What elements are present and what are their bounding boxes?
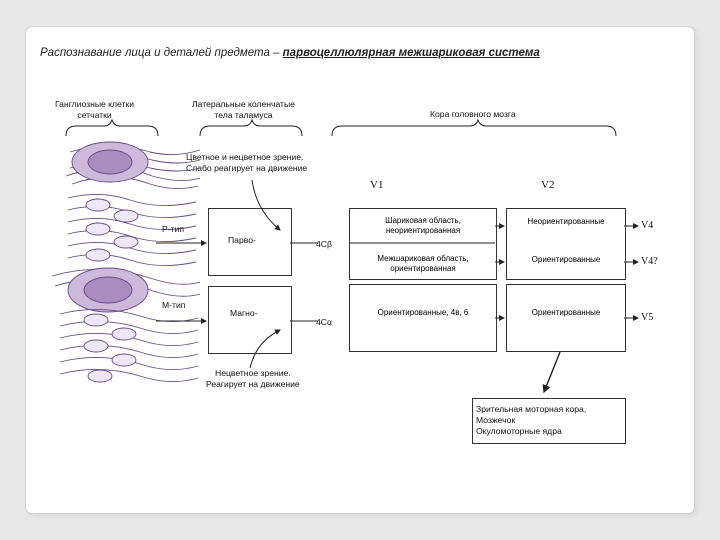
v2-row-1: Неориентированные	[527, 217, 605, 226]
annotation-achromatic: Нецветное зрение.Реагирует на движение	[206, 368, 300, 389]
lgn-parvo-label: Парво-	[228, 235, 256, 245]
lgn-magno-label: Магно-	[230, 308, 258, 318]
annotation-color-vision: Цветное и нецветное зрение.Слабо реагиру…	[186, 152, 308, 173]
v1-upper-box	[349, 208, 497, 280]
header-cortex: Кора головного мозга	[430, 109, 516, 119]
v1-oriented-cell: Ориентированные, 4в, 6	[377, 308, 469, 317]
lgn-magno-box	[208, 286, 292, 354]
p-type-label: Р-тип	[162, 224, 184, 234]
layer-4c-beta-label: 4Cβ	[316, 239, 332, 249]
v2-lower-box	[506, 284, 626, 352]
output-v5: V5	[641, 312, 654, 323]
v1-interblob-cell: Межшариковая область,ориентированная	[377, 254, 469, 273]
v1-lower-box	[349, 284, 497, 352]
area-v2-label: V2	[541, 179, 555, 191]
slide-title: Распознавание лица и деталей предмета – …	[40, 47, 540, 59]
area-v1-label: V1	[370, 179, 384, 191]
m-type-label: М-тип	[162, 300, 186, 310]
lgn-parvo-box	[208, 208, 292, 276]
targets-box	[472, 398, 626, 444]
v1-blob-cell: Шариковая область,неориентированная	[385, 216, 461, 235]
v2-row-3: Ориентированные	[531, 308, 601, 317]
v2-upper-box	[506, 208, 626, 280]
output-v4: V4	[641, 220, 654, 231]
output-v4-query: V4?	[641, 256, 658, 267]
layer-4c-alpha-label: 4Cα	[316, 317, 332, 327]
v2-row-2: Ориентированные	[531, 255, 601, 264]
